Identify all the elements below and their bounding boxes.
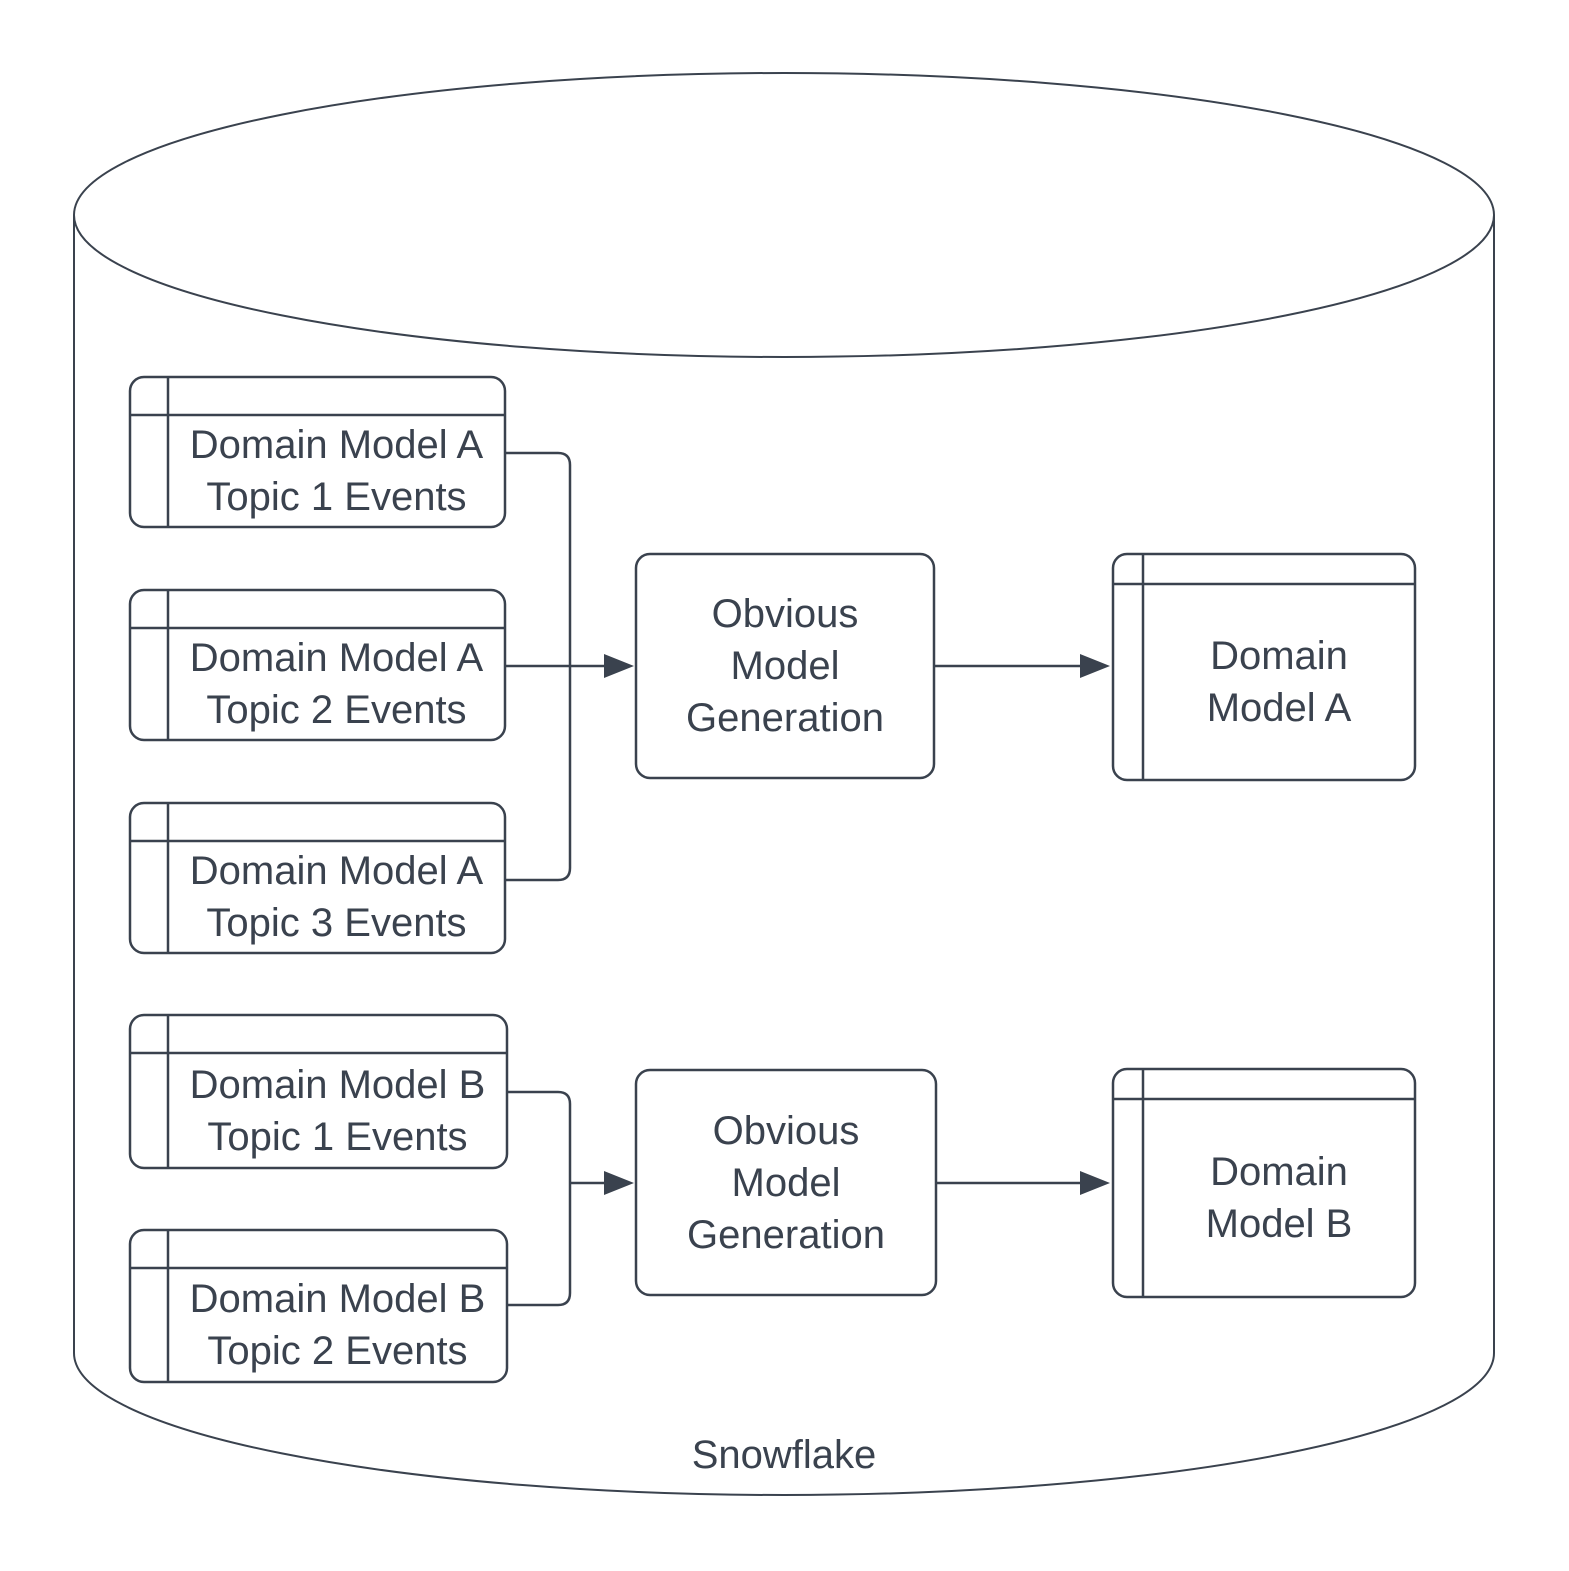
table-a-topic3-shape	[128, 801, 507, 955]
connector-a3	[505, 666, 572, 882]
output-b-shape	[1111, 1067, 1417, 1299]
connectors-group-a	[505, 451, 1110, 882]
arrowhead-into-process-a	[604, 654, 634, 678]
process-b-shape	[634, 1068, 938, 1297]
arrowhead-into-output-a	[1080, 654, 1110, 678]
arrowhead-into-output-b	[1080, 1171, 1110, 1195]
connector-b2	[507, 1183, 572, 1307]
table-a-topic1-shape	[128, 375, 507, 529]
cylinder-top-ellipse	[73, 72, 1495, 358]
arrowhead-into-process-b	[604, 1171, 634, 1195]
table-a-topic2-shape	[128, 588, 507, 742]
output-a-shape	[1111, 552, 1417, 782]
process-a-shape	[634, 552, 936, 780]
connectors-group-b	[507, 1090, 1110, 1307]
table-b-topic1-shape	[128, 1013, 509, 1170]
connector-b1	[507, 1090, 572, 1183]
connector-a1	[505, 451, 572, 666]
table-b-topic2-shape	[128, 1228, 509, 1384]
